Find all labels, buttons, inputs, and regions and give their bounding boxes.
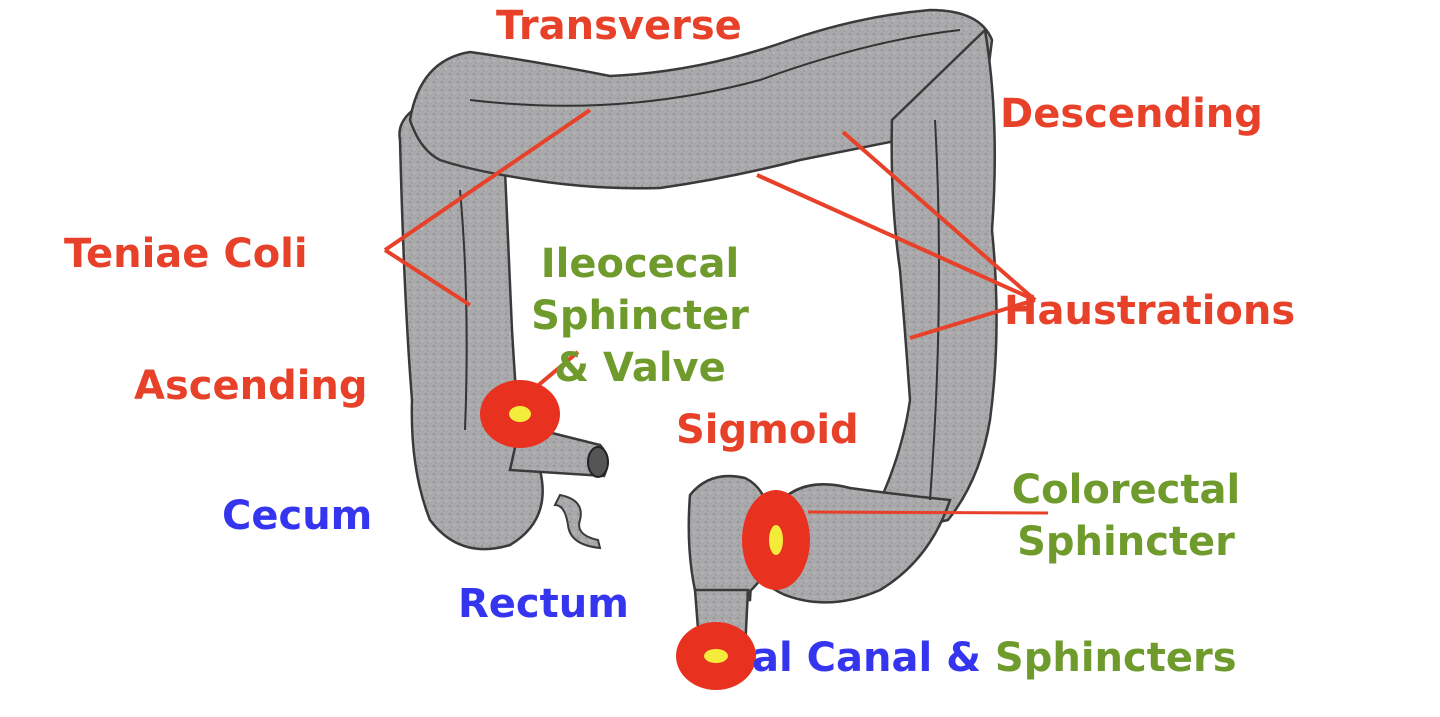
label-descending: Descending — [1000, 91, 1263, 137]
descending-colon — [857, 27, 998, 542]
colorectal-sphincter-marker — [742, 490, 810, 590]
label-ileocecal-line1: Ileocecal — [540, 241, 740, 287]
tenia-stripe-descending — [929, 119, 940, 501]
label-ileocecal-line2: Sphincter — [531, 293, 749, 339]
ileum-opening — [587, 446, 609, 478]
label-cecum: Cecum — [222, 493, 373, 539]
label-anal-canal: al Canal & — [752, 635, 981, 681]
label-colorectal-line2: Sphincter — [1017, 519, 1235, 565]
label-sigmoid: Sigmoid — [676, 407, 859, 453]
label-ileocecal-sphincter: Ileocecal Sphincter & Valve — [510, 238, 770, 394]
tenia-stripe-transverse — [469, 29, 961, 107]
label-ascending: Ascending — [134, 363, 368, 409]
label-haustrations: Haustrations — [1004, 288, 1296, 334]
colorectal-pointer — [807, 510, 1049, 515]
tenia-stripe-ascending — [459, 189, 468, 431]
label-sphincters: Sphincters — [994, 635, 1237, 681]
label-teniae-coli: Teniae Coli — [64, 231, 308, 277]
ileocecal-sphincter-marker — [480, 380, 560, 448]
appendix — [553, 493, 602, 550]
label-colorectal-sphincter: Colorectal Sphincter — [996, 464, 1256, 568]
label-colorectal-line1: Colorectal — [1011, 467, 1241, 513]
label-transverse: Transverse — [496, 3, 742, 49]
label-anal-canal-sphincters: al Canal & Sphincters — [752, 634, 1237, 682]
label-rectum: Rectum — [458, 581, 629, 627]
haustrations-pointer-3 — [909, 298, 1036, 340]
haustrations-pointer-2 — [756, 173, 1036, 302]
label-ileocecal-line3: & Valve — [554, 345, 726, 391]
ileocecal-pointer — [533, 350, 580, 390]
teniae-pointer-2 — [383, 248, 472, 307]
anal-sphincter-marker — [676, 622, 756, 690]
haustrations-pointer-1 — [841, 130, 1037, 302]
teniae-pointer-1 — [383, 108, 592, 252]
pointer-lines — [383, 108, 1049, 515]
